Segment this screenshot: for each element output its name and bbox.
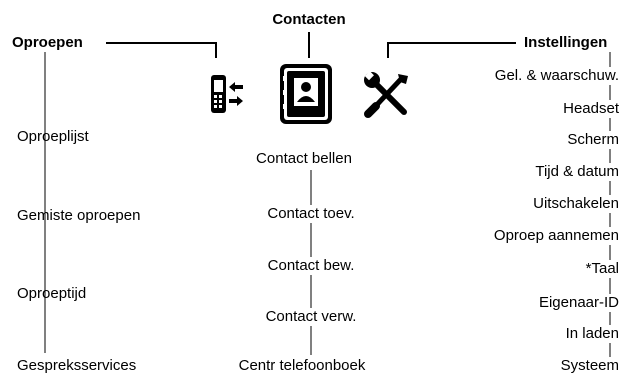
phone-arrows-icon[interactable]	[205, 73, 249, 117]
menu-item-gel-waarschuw[interactable]: Gel. & waarschuw.	[494, 67, 619, 85]
menu-item-scherm[interactable]: Scherm	[567, 131, 619, 149]
menu-item-taal[interactable]: *Taal	[585, 260, 619, 278]
wrench-screwdriver-icon[interactable]	[362, 70, 410, 118]
icon-panel	[200, 58, 418, 140]
menu-item-tijd-datum[interactable]: Tijd & datum	[535, 163, 619, 181]
menu-item-eigenaar-id[interactable]: Eigenaar-ID	[538, 294, 619, 312]
header-contacten: Contacten	[272, 11, 346, 28]
menu-item-centr-telefoonboek[interactable]: Centr telefoonboek	[236, 357, 368, 375]
menu-item-oproeptijd[interactable]: Oproeptijd	[17, 285, 87, 302]
menu-item-contact-toev[interactable]: Contact toev.	[265, 205, 357, 223]
menu-item-gemiste-oproepen[interactable]: Gemiste oproepen	[17, 207, 141, 224]
menu-item-oproeplijst[interactable]: Oproeplijst	[17, 128, 89, 145]
header-oproepen: Oproepen	[12, 34, 83, 51]
menu-item-uitschakelen[interactable]: Uitschakelen	[533, 195, 619, 213]
menu-item-in-laden[interactable]: In laden	[565, 325, 619, 343]
menu-item-contact-verw[interactable]: Contact verw.	[263, 308, 359, 326]
menu-item-contact-bew[interactable]: Contact bew.	[265, 257, 357, 275]
menu-item-gespreksservices[interactable]: Gespreksservices	[17, 357, 137, 374]
menu-item-headset[interactable]: Headset	[563, 100, 619, 118]
menu-item-oproep-aannemen[interactable]: Oproep aannemen	[493, 227, 619, 245]
menu-item-contact-bellen[interactable]: Contact bellen	[254, 150, 354, 168]
contact-book-icon[interactable]	[278, 62, 336, 126]
menu-item-systeem[interactable]: Systeem	[560, 357, 619, 375]
header-instellingen: Instellingen	[524, 34, 608, 51]
